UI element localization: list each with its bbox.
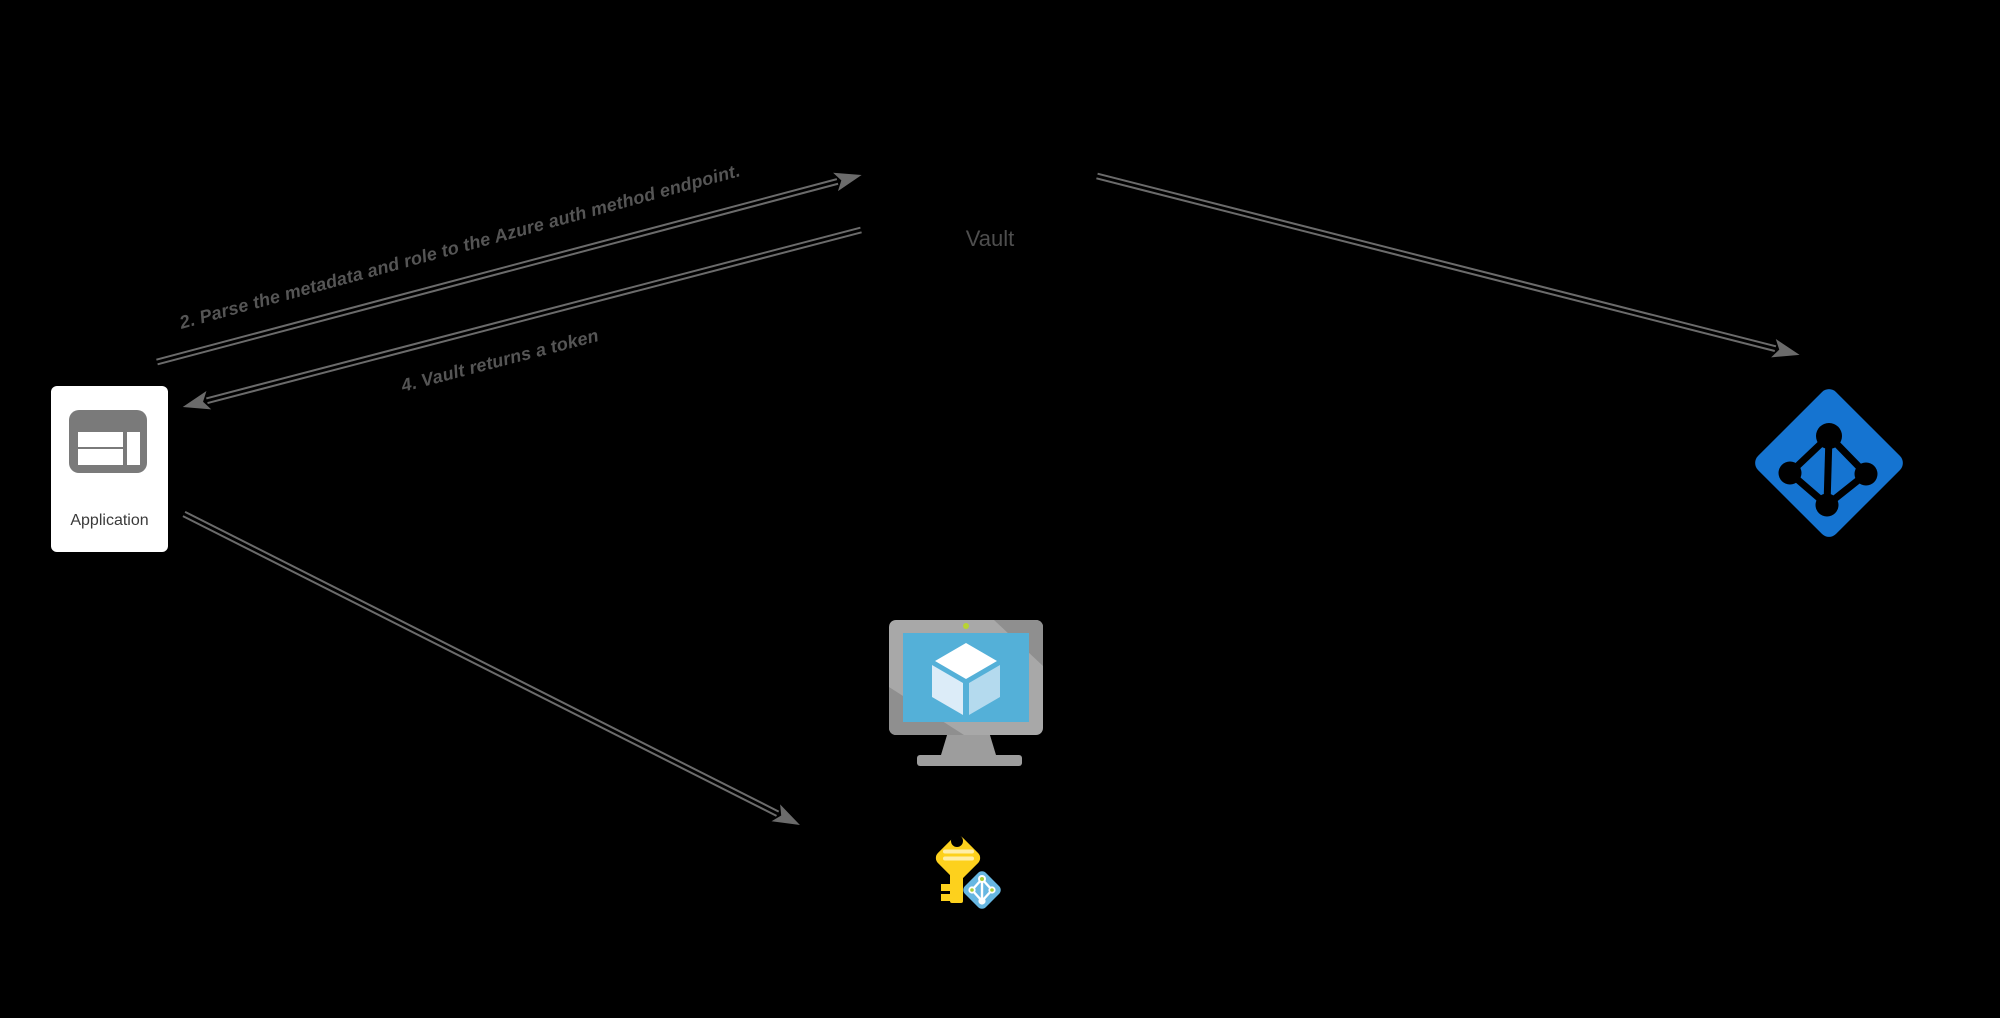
- monitor-stand-neck: [941, 735, 996, 755]
- monitor-bezel: [889, 620, 1043, 735]
- vm-cube-icon: [932, 643, 1000, 715]
- key-icon: [925, 825, 1010, 910]
- application-card: Application: [51, 386, 168, 552]
- monitor-screen: [903, 633, 1029, 722]
- vault-label: Vault: [965, 226, 1015, 251]
- key-body: [935, 835, 981, 903]
- azure-ad-diamond-badge-icon: [963, 871, 1001, 909]
- arrow-app-to-vm: [182, 510, 800, 825]
- arrow-app-to-vault: [156, 172, 862, 366]
- arrow-label-token-return: 4. Vault returns a token: [399, 325, 601, 396]
- arrow-vault-to-azure-ad: [1096, 172, 1800, 358]
- web-app-icon-cell: [78, 449, 123, 465]
- web-app-icon-cell: [127, 432, 140, 465]
- application-label: Application: [70, 512, 149, 529]
- arrow-label-auth-request: 2. Parse the metadata and role to the Az…: [177, 160, 743, 333]
- arrow-vault-to-app: [182, 226, 862, 410]
- monitor-stand-base: [917, 755, 1022, 766]
- webcam-dot-icon: [963, 623, 969, 629]
- web-app-icon-cell: [78, 432, 123, 447]
- web-app-icon: [69, 410, 147, 473]
- azure-active-directory-icon: [1749, 383, 1909, 543]
- azure-vm-monitor-icon: [889, 620, 1043, 766]
